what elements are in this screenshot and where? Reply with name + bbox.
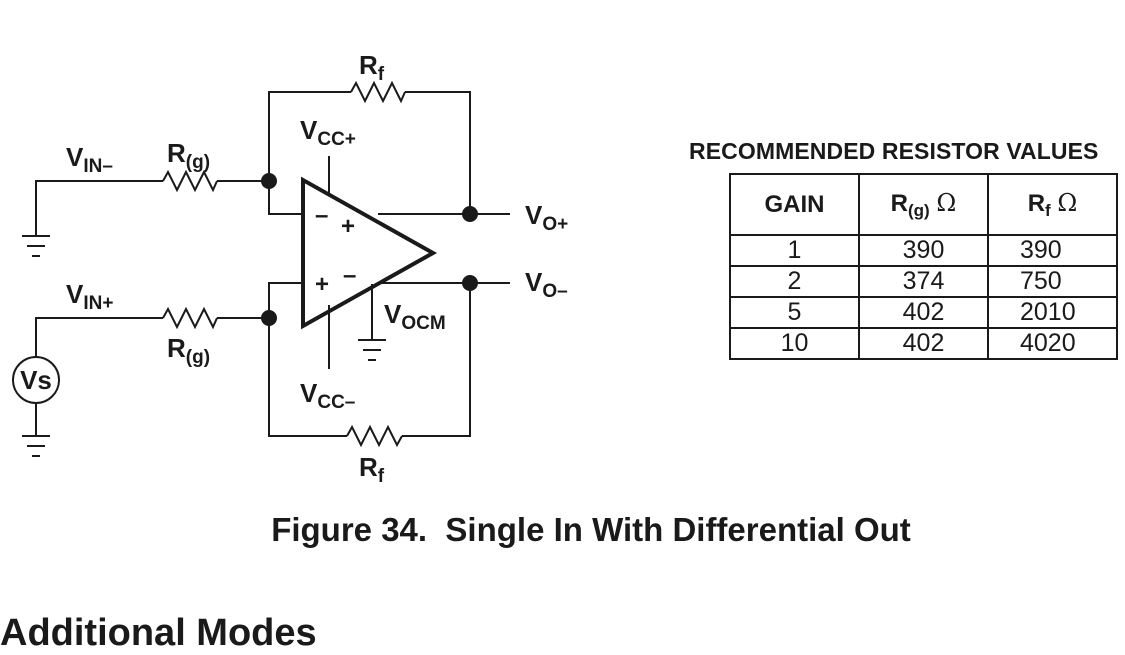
rf-top-label: Rf	[359, 50, 385, 85]
header-rg-sub: (g)	[908, 200, 930, 220]
rg-bottom-resistor	[162, 306, 218, 330]
header-rg-main: R	[890, 189, 909, 217]
vo-plus-label: VO+	[525, 200, 568, 235]
vocm-label: VOCM	[384, 299, 446, 334]
cell-rf: 4020	[987, 327, 1118, 360]
header-rg-ohm: Ω	[936, 188, 957, 217]
vocm-ground-symbol	[358, 339, 386, 361]
ground-top-symbol	[22, 235, 50, 257]
cell-rg: 390	[858, 234, 989, 267]
vo-minus-label: VO–	[525, 267, 568, 302]
table-row: 2 374 750	[729, 265, 1118, 298]
rg-top-resistor	[162, 169, 218, 193]
header-rf-ohm: Ω	[1057, 188, 1078, 217]
feedback-wire-bottom	[268, 283, 471, 437]
cell-gain: 2	[729, 265, 860, 298]
junction-dot	[261, 173, 277, 189]
rg-bottom-label: R(g)	[167, 333, 210, 368]
vcc-plus-label: VCC+	[300, 115, 356, 150]
circuit-schematic: – + + – Rf Rf R(g) R(g) VIN– VIN+ VCC+ V…	[12, 50, 568, 487]
vin-plus-wire	[35, 282, 303, 357]
junction-dot	[261, 310, 277, 326]
section-heading: Additional Modes	[0, 612, 317, 654]
opamp-input-plus-sign: +	[315, 271, 329, 298]
header-gain: GAIN	[729, 173, 860, 236]
cell-rg: 402	[858, 296, 989, 329]
rf-bottom-resistor	[346, 424, 403, 448]
cell-rg: 402	[858, 327, 989, 360]
junction-dot	[462, 206, 478, 222]
rf-bottom-label: Rf	[359, 452, 385, 487]
header-rg: R(g) Ω	[858, 173, 989, 236]
opamp-output-plus-sign: +	[341, 213, 355, 240]
cell-gain: 1	[729, 234, 860, 267]
cell-rf: 390	[987, 234, 1118, 267]
cell-rg: 374	[858, 265, 989, 298]
vs-source-label: Vs	[20, 365, 52, 395]
table-row: 1 390 390	[729, 234, 1118, 267]
feedback-wire-top	[268, 91, 471, 214]
cell-rf: 2010	[987, 296, 1118, 329]
header-rf-sub: f	[1045, 200, 1051, 220]
resistor-table: GAIN R(g) Ω Rf Ω 1 390 390 2 374 750 5 4…	[729, 173, 1118, 360]
header-rf: Rf Ω	[987, 173, 1118, 236]
opamp-output-minus-sign: –	[343, 262, 356, 289]
vcc-minus-label: VCC–	[300, 378, 355, 413]
rf-top-resistor	[350, 80, 406, 104]
rg-top-label: R(g)	[167, 138, 210, 173]
table-row: 10 402 4020	[729, 327, 1118, 360]
vin-plus-label: VIN+	[66, 279, 113, 314]
table-title: RECOMMENDED RESISTOR VALUES	[689, 138, 1099, 164]
opamp-triangle	[301, 176, 438, 330]
ground-bottom-symbol	[22, 435, 50, 457]
cell-rf: 750	[987, 265, 1118, 298]
table-header-row: GAIN R(g) Ω Rf Ω	[729, 173, 1118, 236]
vin-minus-wire	[35, 180, 303, 236]
cell-gain: 5	[729, 296, 860, 329]
header-rf-main: R	[1027, 189, 1046, 217]
table-row: 5 402 2010	[729, 296, 1118, 329]
vin-minus-label: VIN–	[66, 142, 113, 177]
cell-gain: 10	[729, 327, 860, 360]
junction-dot	[462, 275, 478, 291]
opamp-input-minus-sign: –	[315, 202, 328, 229]
figure-caption: Figure 34. Single In With Differential O…	[271, 511, 911, 548]
